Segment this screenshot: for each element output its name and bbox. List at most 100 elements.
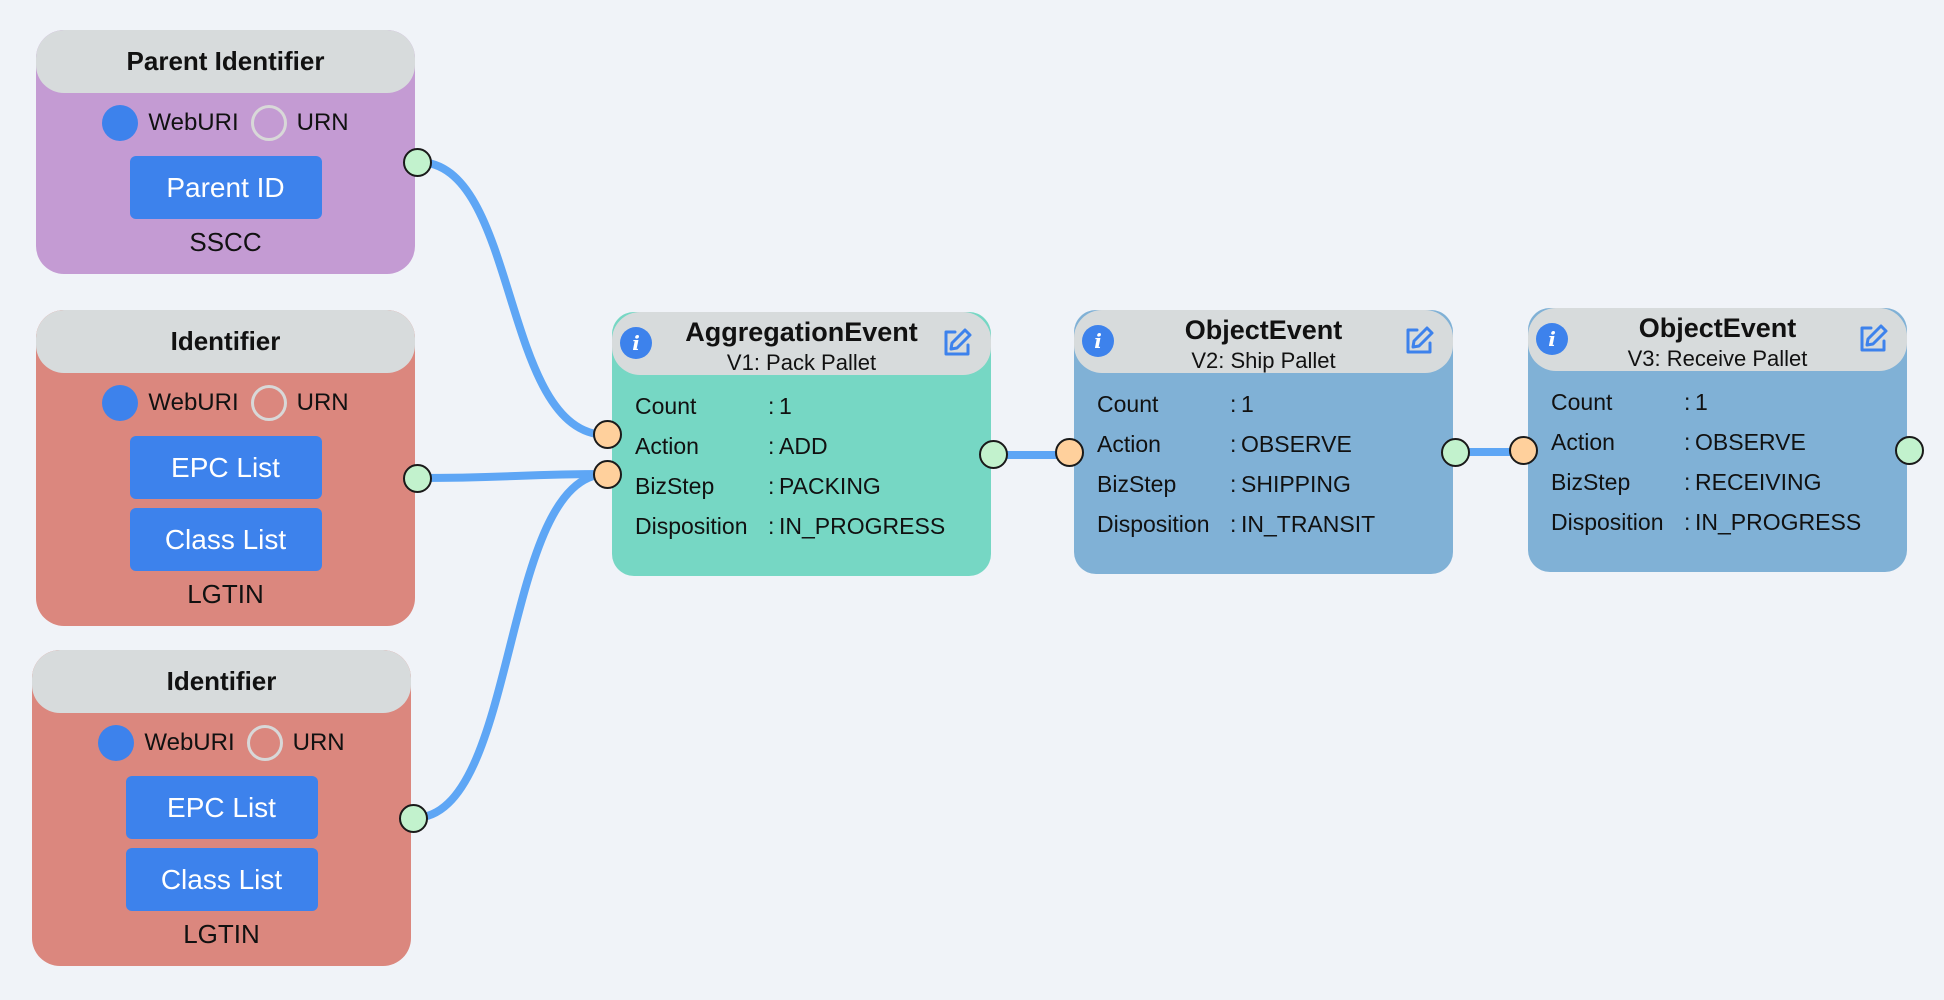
prop-disposition: Disposition:IN_PROGRESS (635, 506, 991, 546)
prop-key: BizStep (1551, 468, 1631, 495)
radio-unselected-icon[interactable] (246, 725, 283, 761)
info-icon[interactable]: i (1536, 323, 1568, 355)
parent-identifier-node[interactable]: Parent Identifier WebURI URN Parent ID S… (36, 30, 415, 274)
prop-separator: : (1230, 510, 1237, 537)
prop-separator: : (1684, 388, 1691, 415)
input-port-parent[interactable] (593, 420, 622, 449)
pencil-edit-icon[interactable] (1403, 325, 1435, 357)
radio-unselected-icon[interactable] (250, 385, 287, 421)
radio-weburi[interactable]: WebURI (102, 105, 239, 141)
event-properties: Count:1 Action:OBSERVE BizStep:SHIPPING … (1074, 373, 1453, 544)
radio-label: WebURI (148, 389, 239, 416)
radio-weburi[interactable]: WebURI (102, 385, 239, 421)
radio-unselected-icon[interactable] (250, 105, 287, 141)
prop-value: SHIPPING (1241, 470, 1351, 497)
identifier-type: SSCC (189, 227, 262, 257)
prop-disposition: Disposition:IN_PROGRESS (1551, 502, 1907, 542)
radio-urn[interactable]: URN (250, 105, 349, 141)
event-properties: Count:1 Action:ADD BizStep:PACKING Dispo… (612, 375, 991, 546)
input-port-children[interactable] (593, 460, 622, 489)
format-radio-group: WebURI URN (32, 722, 411, 764)
prop-value: IN_PROGRESS (779, 512, 946, 539)
radio-selected-icon[interactable] (102, 105, 139, 141)
prop-bizstep: BizStep:PACKING (635, 466, 991, 506)
class-list-button[interactable]: Class List (129, 508, 322, 571)
epc-list-button[interactable]: EPC List (129, 436, 322, 499)
radio-weburi[interactable]: WebURI (98, 725, 235, 761)
object-event-node-receive[interactable]: i ObjectEvent V3: Receive Pallet Count:1… (1528, 308, 1907, 572)
prop-value: PACKING (779, 472, 881, 499)
prop-value: ADD (779, 432, 828, 459)
output-port-v1[interactable] (979, 440, 1008, 469)
prop-separator: : (1230, 470, 1237, 497)
aggregation-event-node[interactable]: i AggregationEvent V1: Pack Pallet Count… (612, 312, 991, 576)
output-port-parent-identifier[interactable] (403, 148, 432, 177)
prop-separator: : (1684, 508, 1691, 535)
prop-separator: : (768, 472, 775, 499)
info-icon[interactable]: i (620, 327, 652, 359)
node-title: Identifier (32, 650, 411, 713)
object-event-node-ship[interactable]: i ObjectEvent V2: Ship Pallet Count:1 Ac… (1074, 310, 1453, 574)
event-subtitle: V1: Pack Pallet (726, 350, 877, 375)
identifier-node-2[interactable]: Identifier WebURI URN EPC List Class Lis… (32, 650, 411, 966)
prop-bizstep: BizStep:RECEIVING (1551, 462, 1907, 502)
event-type: AggregationEvent (685, 317, 918, 347)
identifier-type: LGTIN (187, 579, 264, 609)
radio-selected-icon[interactable] (98, 725, 135, 761)
node-header: i ObjectEvent V2: Ship Pallet (1074, 310, 1453, 373)
prop-separator: : (768, 512, 775, 539)
class-list-button[interactable]: Class List (125, 848, 318, 911)
prop-action: Action:ADD (635, 426, 991, 466)
prop-value: 1 (1695, 388, 1708, 415)
radio-selected-icon[interactable] (102, 385, 139, 421)
wire-epc1-to-aggregation (414, 470, 611, 482)
prop-key: BizStep (635, 472, 715, 499)
prop-key: Count (1097, 390, 1159, 417)
prop-key: Count (1551, 388, 1613, 415)
prop-key: Disposition (1551, 508, 1664, 535)
parent-id-button[interactable]: Parent ID (129, 156, 322, 219)
node-header: i AggregationEvent V1: Pack Pallet (612, 312, 991, 375)
info-icon[interactable]: i (1082, 325, 1114, 357)
identifier-node-1[interactable]: Identifier WebURI URN EPC List Class Lis… (36, 310, 415, 626)
output-port-v2[interactable] (1441, 438, 1470, 467)
prop-bizstep: BizStep:SHIPPING (1097, 464, 1453, 504)
prop-action: Action:OBSERVE (1097, 424, 1453, 464)
prop-separator: : (1230, 390, 1237, 417)
event-type: ObjectEvent (1184, 315, 1343, 345)
output-port-identifier-2[interactable] (399, 804, 428, 833)
radio-urn[interactable]: URN (250, 385, 349, 421)
radio-urn[interactable]: URN (246, 725, 345, 761)
prop-value: RECEIVING (1695, 468, 1822, 495)
event-subtitle: V3: Receive Pallet (1627, 346, 1808, 371)
prop-key: Count (635, 392, 697, 419)
prop-count: Count:1 (1097, 384, 1453, 424)
format-radio-group: WebURI URN (36, 102, 415, 144)
prop-separator: : (768, 432, 775, 459)
prop-count: Count:1 (1551, 382, 1907, 422)
prop-value: IN_PROGRESS (1695, 508, 1862, 535)
node-header: i ObjectEvent V3: Receive Pallet (1528, 308, 1907, 371)
format-radio-group: WebURI URN (36, 382, 415, 424)
prop-separator: : (768, 392, 775, 419)
wire-epc2-to-aggregation (410, 470, 611, 822)
input-port-v2[interactable] (1055, 438, 1084, 467)
node-title: Parent Identifier (36, 30, 415, 93)
pencil-edit-icon[interactable] (941, 327, 973, 359)
input-port-v3[interactable] (1509, 436, 1538, 465)
prop-key: BizStep (1097, 470, 1177, 497)
wire-parent-to-aggregation (414, 158, 611, 439)
radio-label: WebURI (148, 109, 239, 136)
prop-key: Action (1097, 430, 1161, 457)
output-port-identifier-1[interactable] (403, 464, 432, 493)
prop-key: Action (635, 432, 699, 459)
radio-label: URN (292, 729, 345, 756)
prop-value: OBSERVE (1241, 430, 1352, 457)
node-title: Identifier (36, 310, 415, 373)
output-port-v3[interactable] (1895, 436, 1924, 465)
epc-list-button[interactable]: EPC List (125, 776, 318, 839)
event-subtitle: V2: Ship Pallet (1191, 348, 1336, 373)
pencil-edit-icon[interactable] (1857, 323, 1889, 355)
radio-label: URN (296, 389, 349, 416)
